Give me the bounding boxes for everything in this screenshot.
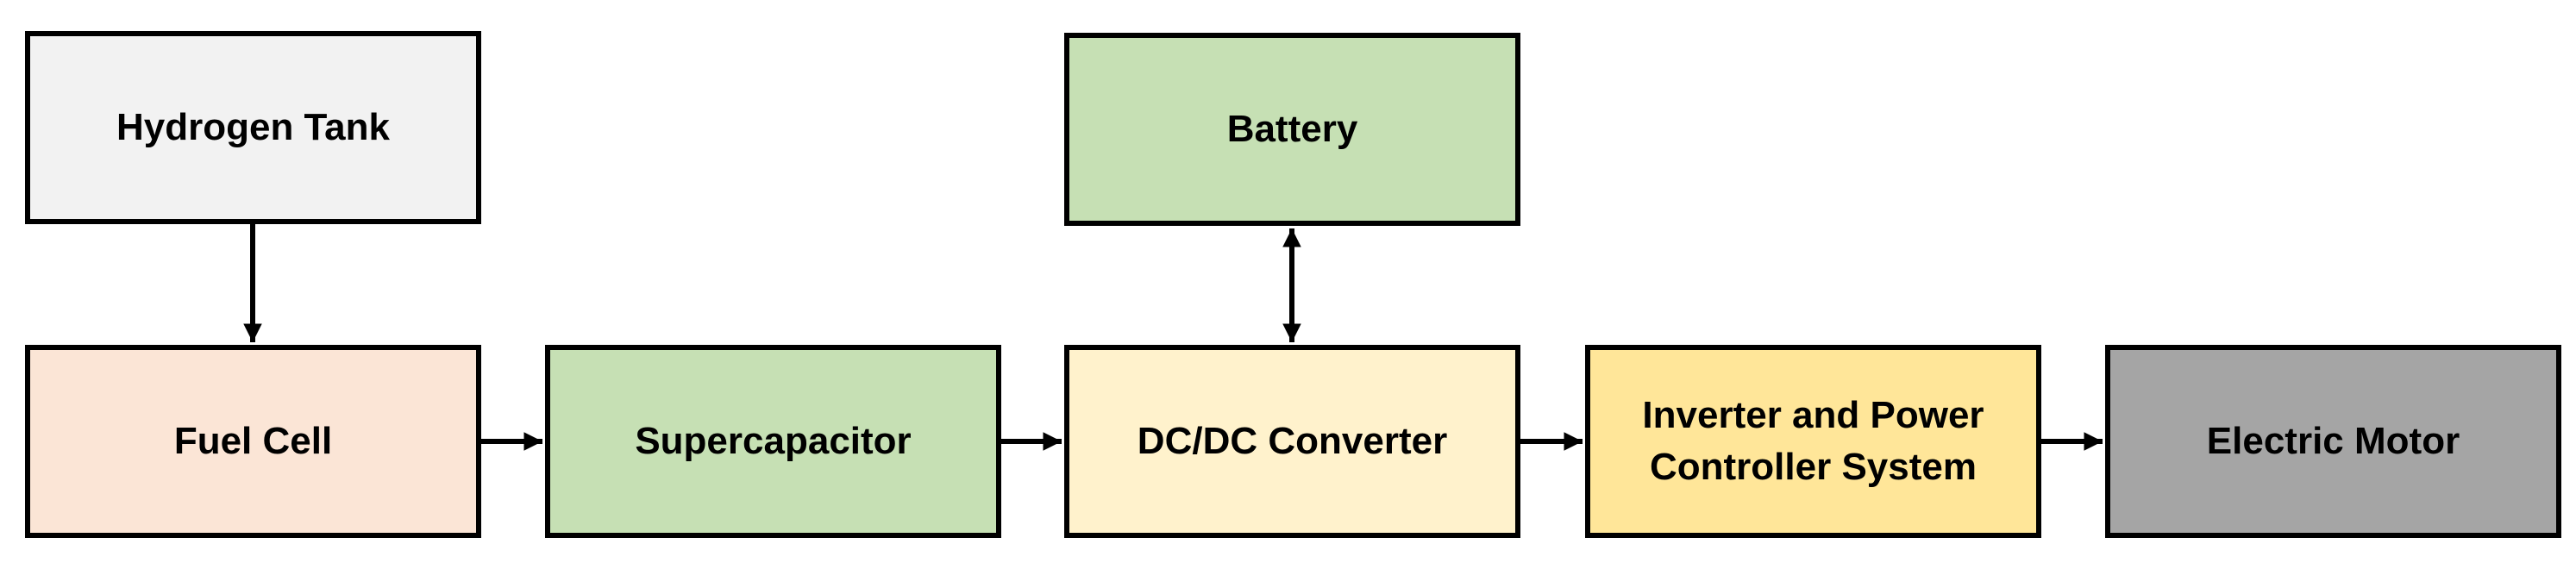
dcdc-converter-block: DC/DC Converter	[1064, 345, 1520, 538]
battery-label: Battery	[1226, 108, 1358, 150]
fuel-cell-label: Fuel Cell	[173, 420, 333, 462]
inverter-power-controller-block: Inverter and Power Controller System	[1585, 345, 2041, 538]
inverter-power-controller-label: Inverter and Power Controller System	[1642, 390, 1984, 493]
electric-motor-block: Electric Motor	[2105, 345, 2561, 538]
fuel-cell-block: Fuel Cell	[25, 345, 481, 538]
hydrogen-tank-label: Hydrogen Tank	[116, 106, 390, 148]
inverter-label-line-1: Inverter and Power	[1642, 394, 1984, 436]
battery-block: Battery	[1064, 33, 1520, 226]
supercapacitor-block: Supercapacitor	[545, 345, 1001, 538]
supercapacitor-label: Supercapacitor	[635, 420, 912, 462]
electric-motor-label: Electric Motor	[2206, 420, 2460, 462]
inverter-label-line-2: Controller System	[1650, 446, 1977, 488]
hydrogen-tank-block: Hydrogen Tank	[25, 31, 481, 224]
dcdc-converter-label: DC/DC Converter	[1137, 420, 1448, 462]
